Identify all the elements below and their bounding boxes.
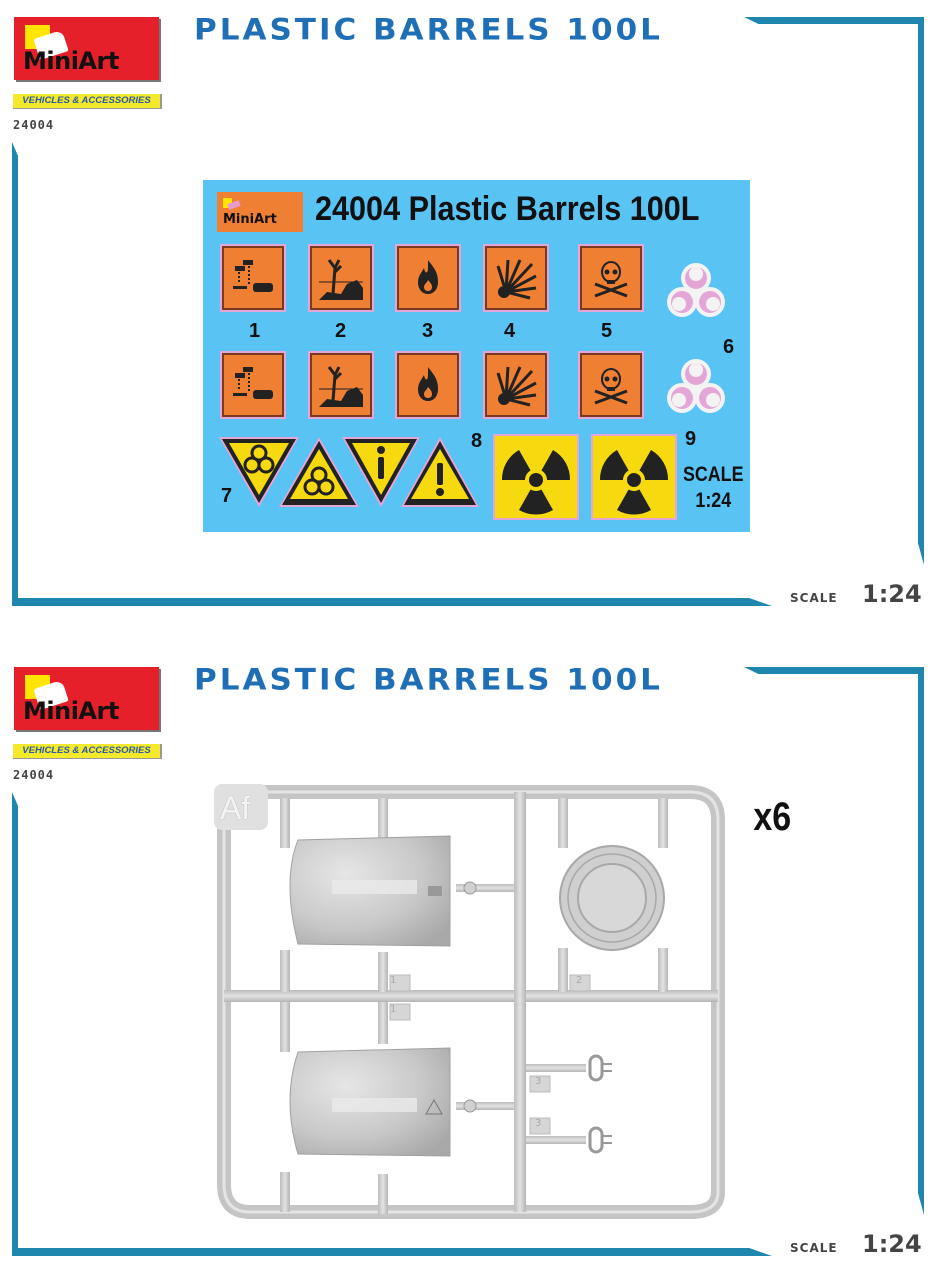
- frame-left: [12, 792, 18, 1256]
- frame-right: [918, 667, 924, 1215]
- part-number: 1: [390, 1004, 397, 1015]
- part-number: 3: [535, 1118, 542, 1129]
- marking-number: 9: [685, 428, 697, 450]
- explosive-icon: [483, 351, 549, 419]
- miniart-logo: MiniArt: [14, 17, 159, 80]
- warning-triangle-icon: [401, 437, 479, 507]
- sprue-af-drawing: [214, 784, 725, 1219]
- marking-number: 1: [249, 320, 261, 342]
- part-number: 1: [390, 975, 397, 986]
- scale-value: 1:24: [862, 1230, 922, 1258]
- sprue-label: Af: [220, 790, 251, 826]
- instruction-page-sprue: MiniArt VEHICLES & ACCESSORIES 24004 PLA…: [0, 650, 938, 1284]
- miniart-logo: MiniArt: [14, 667, 159, 730]
- marking-number: 8: [471, 430, 483, 452]
- frame-top: [744, 17, 924, 24]
- biohazard-icon: [667, 263, 725, 317]
- frame-bottom: [12, 1248, 772, 1256]
- scale-value: 1:24: [862, 580, 922, 608]
- radiation-icon: [493, 434, 579, 520]
- frame-top: [744, 667, 924, 674]
- category-badge: VEHICLES & ACCESSORIES: [13, 94, 162, 109]
- marking-number: 4: [504, 320, 516, 342]
- page-title: PLASTIC BARRELS 100L: [194, 662, 663, 698]
- part-number: 3: [535, 1076, 542, 1087]
- environmental-hazard-icon: [308, 244, 374, 312]
- radiation-icon: [591, 434, 677, 520]
- biohazard-triangle-icon: [279, 437, 359, 507]
- flammable-icon: [395, 244, 461, 312]
- decal-logo: MiniArt: [217, 192, 303, 232]
- decal-scale: SCALE 1:24: [683, 463, 744, 512]
- flammable-icon: [395, 351, 461, 419]
- marking-number: 5: [601, 320, 613, 342]
- category-badge: VEHICLES & ACCESSORIES: [13, 744, 162, 759]
- marking-number: 3: [422, 320, 434, 342]
- frame-left: [12, 142, 18, 606]
- scale-label: SCALE: [790, 591, 838, 605]
- toxic-skull-icon: [578, 244, 644, 312]
- page-title: PLASTIC BARRELS 100L: [194, 12, 663, 48]
- decal-sheet: MiniArt 24004 Plastic Barrels 100L 1 2 3…: [203, 180, 750, 532]
- instruction-page-decals: MiniArt VEHICLES & ACCESSORIES 24004 PLA…: [0, 0, 938, 634]
- part-number: 2: [576, 975, 583, 986]
- toxic-skull-icon: [578, 351, 644, 419]
- kit-number: 24004: [13, 768, 55, 782]
- marking-number: 7: [221, 485, 233, 507]
- marking-number: 2: [335, 320, 347, 342]
- frame-right: [918, 17, 924, 565]
- environmental-hazard-icon: [308, 351, 374, 419]
- biohazard-triangle-icon: [219, 437, 299, 507]
- corrosive-icon: [220, 351, 286, 419]
- scale-label: SCALE: [790, 1241, 838, 1255]
- sprue-quantity: x6: [753, 795, 792, 839]
- kit-number: 24004: [13, 118, 55, 132]
- frame-bottom: [12, 598, 772, 606]
- corrosive-icon: [220, 244, 286, 312]
- biohazard-icon: [667, 359, 725, 413]
- marking-number: 6: [723, 336, 735, 358]
- explosive-icon: [483, 244, 549, 312]
- info-triangle-icon: [342, 437, 420, 507]
- decal-sheet-title: 24004 Plastic Barrels 100L: [315, 190, 700, 228]
